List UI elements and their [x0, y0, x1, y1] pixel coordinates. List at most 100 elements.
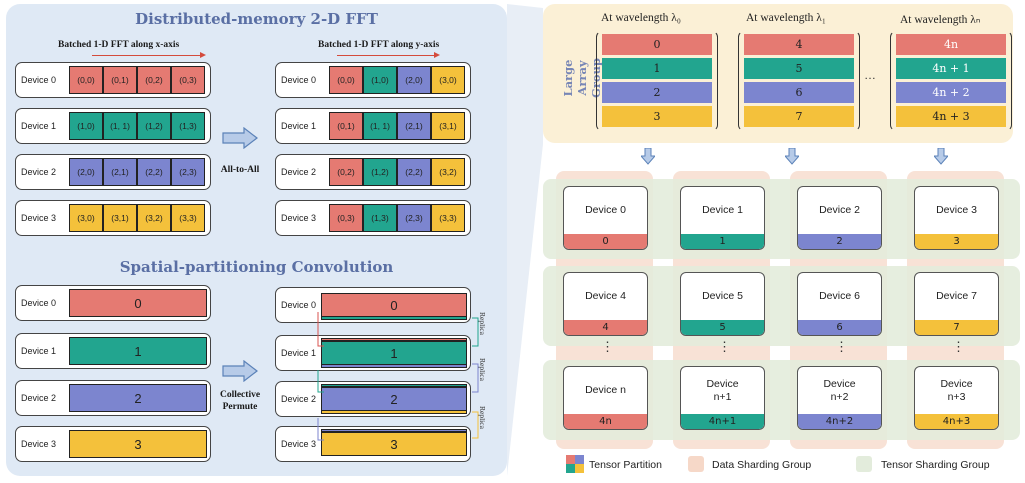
tensor-partition-icon — [566, 455, 584, 473]
fft-cell: (3,0) — [431, 66, 465, 94]
fft-cell: (3,3) — [431, 204, 465, 232]
fft-cell: (1,3) — [171, 112, 205, 140]
all-to-all-arrow-icon — [222, 127, 258, 149]
device-name: Device 2 — [798, 187, 881, 234]
fft-cell: (1,2) — [363, 158, 397, 186]
replica-strip — [321, 316, 467, 320]
wavelength-label-n: At wavelength λₙ — [900, 14, 981, 26]
fft-cell: (0,3) — [171, 66, 205, 94]
conv-block: 3 — [69, 430, 207, 458]
array-bracket — [738, 31, 860, 131]
partition-bar: 4n — [564, 414, 647, 429]
fft-cell: (3,1) — [431, 112, 465, 140]
fft-cell: (3,1) — [103, 204, 137, 232]
conv-block: 2 — [69, 384, 207, 412]
replica-label-3: Replica — [478, 406, 487, 429]
fft-cell: (0,1) — [103, 66, 137, 94]
replica-label-2: Replica — [478, 358, 487, 381]
replica-strip — [321, 384, 467, 387]
fft-cell: (3,0) — [69, 204, 103, 232]
conv-block: 0 — [321, 293, 467, 317]
device-label: Device 1 — [21, 346, 57, 356]
vdots: ⋮ — [952, 339, 965, 354]
fft-device-row: Device 1(0,1)(1, 1)(2,1)(3,1) — [275, 108, 471, 144]
conv-block: 1 — [321, 341, 467, 365]
conv-device-row: Device 1 1 — [275, 335, 471, 371]
wavelength-label-1: At wavelength λ₁ — [746, 12, 826, 24]
device-label: Device 3 — [21, 213, 57, 223]
array-bracket — [596, 31, 718, 131]
all-to-all-label: All-to-All — [220, 165, 260, 175]
partition-bar: 6 — [798, 320, 881, 335]
device-name-line1: Device 7 — [936, 290, 977, 302]
partition-bar: 5 — [681, 320, 764, 335]
device-name: Device 3 — [915, 187, 998, 234]
fft-device-row: Device 3(0,3)(1,3)(2,3)(3,3) — [275, 200, 471, 236]
device-label: Device 0 — [21, 298, 57, 308]
array-cell: 0 — [602, 34, 712, 55]
partition-bar: 1 — [681, 234, 764, 249]
fft-cell: (2,1) — [103, 158, 137, 186]
fft-cell: (3,2) — [431, 158, 465, 186]
x-axis-arrow — [92, 52, 206, 58]
fft-cell: (2,3) — [397, 204, 431, 232]
fft-cell: (1,0) — [363, 66, 397, 94]
fft-device-row: Device 2 (0,2)(1,2)(2,2)(3,2) — [275, 154, 471, 190]
fft-cell: (3,2) — [137, 204, 171, 232]
replica-strip — [321, 338, 467, 341]
conv-block: 1 — [69, 337, 207, 365]
fft-cell: (0,0) — [329, 66, 363, 94]
vdots: ⋮ — [601, 339, 614, 354]
device-name-line1: Device 1 — [702, 204, 743, 216]
partition-bar: 0 — [564, 234, 647, 249]
data-sharding-swatch — [688, 456, 704, 472]
collective-permute-arrow-icon — [222, 360, 258, 382]
down-arrow-icon-n — [934, 148, 948, 165]
device-name-line1: Device 6 — [819, 290, 860, 302]
device-name: Device 0 — [564, 187, 647, 234]
fft-cell: (0,2) — [329, 158, 363, 186]
device-label: Device 1 — [281, 348, 317, 358]
fft-cell: (0,3) — [329, 204, 363, 232]
device-name: Device 4 — [564, 273, 647, 320]
fft-cell: (2,0) — [397, 66, 431, 94]
partition-bar: 7 — [915, 320, 998, 335]
device-name: Device n — [564, 367, 647, 414]
device-card: Device 1 1 — [680, 186, 765, 250]
device-name-line1: Device 4 — [585, 290, 626, 302]
fft-cell: (2,3) — [171, 158, 205, 186]
device-name-line2: n+3 — [947, 390, 966, 403]
y-axis-arrow — [337, 52, 440, 58]
device-name-line1: Device n — [585, 384, 626, 396]
legend-tensor-partition: Tensor Partition — [589, 459, 662, 471]
fft-cell: (1,2) — [137, 112, 171, 140]
array-cell: 4n + 1 — [896, 58, 1006, 79]
conv-block: 2 — [321, 387, 467, 411]
array-cell: 1 — [602, 58, 712, 79]
device-label: Device 2 — [281, 167, 317, 177]
replica-strip — [321, 429, 467, 432]
partition-bar: 4n+2 — [798, 414, 881, 429]
device-card: Device 6 6 — [797, 272, 882, 336]
array-ellipsis: … — [864, 68, 876, 82]
fft-cell: (0,2) — [137, 66, 171, 94]
device-name: Device 7 — [915, 273, 998, 320]
fft-device-row: Device 0(0,0)(1,0)(2,0)(3,0) — [275, 62, 471, 98]
fft-cell: (2,2) — [397, 158, 431, 186]
device-name-line1: Device — [823, 377, 856, 390]
device-name: Device 1 — [681, 187, 764, 234]
device-name: Device 5 — [681, 273, 764, 320]
device-name-line1: Device — [940, 377, 973, 390]
fft-cell: (0,1) — [329, 112, 363, 140]
replica-connectors — [317, 312, 479, 441]
fft-cell: (2,0) — [69, 158, 103, 186]
